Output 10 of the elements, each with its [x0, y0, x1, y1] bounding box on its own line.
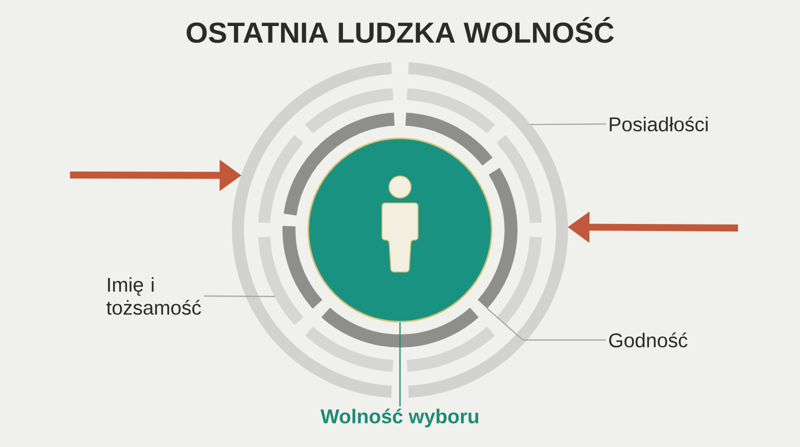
ring-label: Godność	[609, 332, 688, 348]
center-label: Wolność wyboru	[320, 408, 478, 428]
leader-line	[530, 123, 606, 126]
ring-label: Posiadłości	[610, 116, 708, 132]
leader-line	[204, 295, 275, 298]
title: OSTATNIA LUDZKA WOLNOŚĆ	[186, 17, 614, 43]
outer-ring	[232, 62, 568, 398]
leader-line	[486, 308, 606, 341]
leader-line	[399, 322, 401, 406]
ring-label: Imię i tożsamość	[106, 277, 201, 315]
